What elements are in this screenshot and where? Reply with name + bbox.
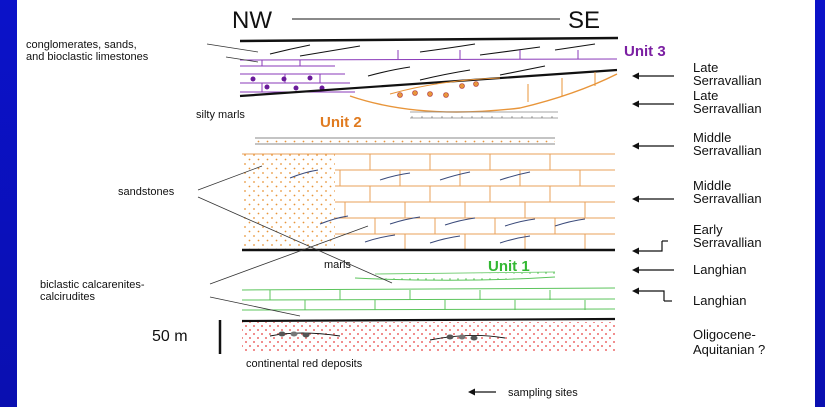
lith-marls: marls [324, 259, 351, 271]
se-label: SE [568, 7, 600, 34]
unit2-sandstones [242, 153, 615, 252]
age-4-line2: Serravallian [693, 235, 762, 250]
unit3-beds [239, 36, 619, 113]
age-0-line1: Late [693, 60, 718, 75]
unit2-label: Unit 2 [320, 114, 362, 131]
unit1-beds [241, 271, 616, 323]
age-arrowheads [632, 72, 639, 295]
leader-biclastic-a [209, 225, 369, 285]
age-2-line2: Serravallian [693, 143, 762, 158]
age-2-line1: Middle [693, 130, 731, 145]
age-7-line1: Oligocene- [693, 327, 756, 342]
unit3-label: Unit 3 [624, 43, 666, 60]
leader-sandstones-a [197, 165, 263, 191]
lith-biclastic-line1: biclastic calcarenites- [40, 279, 145, 291]
lith-biclastic-line2: calcirudites [40, 291, 96, 303]
age-6-line1: Langhian [693, 293, 747, 308]
silty-marls-beds [255, 111, 558, 145]
lith-sandstones: sandstones [118, 186, 175, 198]
age-0-line2: Serravallian [693, 73, 762, 88]
lith-silty-marls: silty marls [196, 109, 245, 121]
age-1-line2: Serravallian [693, 101, 762, 116]
age-5-line1: Langhian [693, 262, 747, 277]
legend-arrowhead [468, 388, 475, 396]
unit1-label: Unit 1 [488, 258, 530, 275]
age-1-line1: Late [693, 88, 718, 103]
lith-continental: continental red deposits [246, 358, 363, 370]
leader-conglomerates-b [225, 56, 259, 63]
leader-biclastic-b [209, 296, 301, 317]
legend-sampling-sites: sampling sites [508, 387, 578, 399]
nw-label: NW [232, 7, 272, 34]
age-4-line1: Early [693, 222, 723, 237]
leader-sandstones-b [197, 196, 393, 284]
age-3-line2: Serravallian [693, 191, 762, 206]
age-7-line2: Aquitanian ? [693, 342, 765, 357]
continental-red-beds [242, 322, 615, 352]
lith-conglomerates-line2: and bioclastic limestones [26, 51, 149, 63]
age-3-line1: Middle [693, 178, 731, 193]
lith-conglomerates-line1: conglomerates, sands, [26, 39, 137, 51]
age-arrows [636, 75, 674, 301]
leader-conglomerates-a [206, 43, 259, 53]
scale-label: 50 m [152, 328, 188, 345]
